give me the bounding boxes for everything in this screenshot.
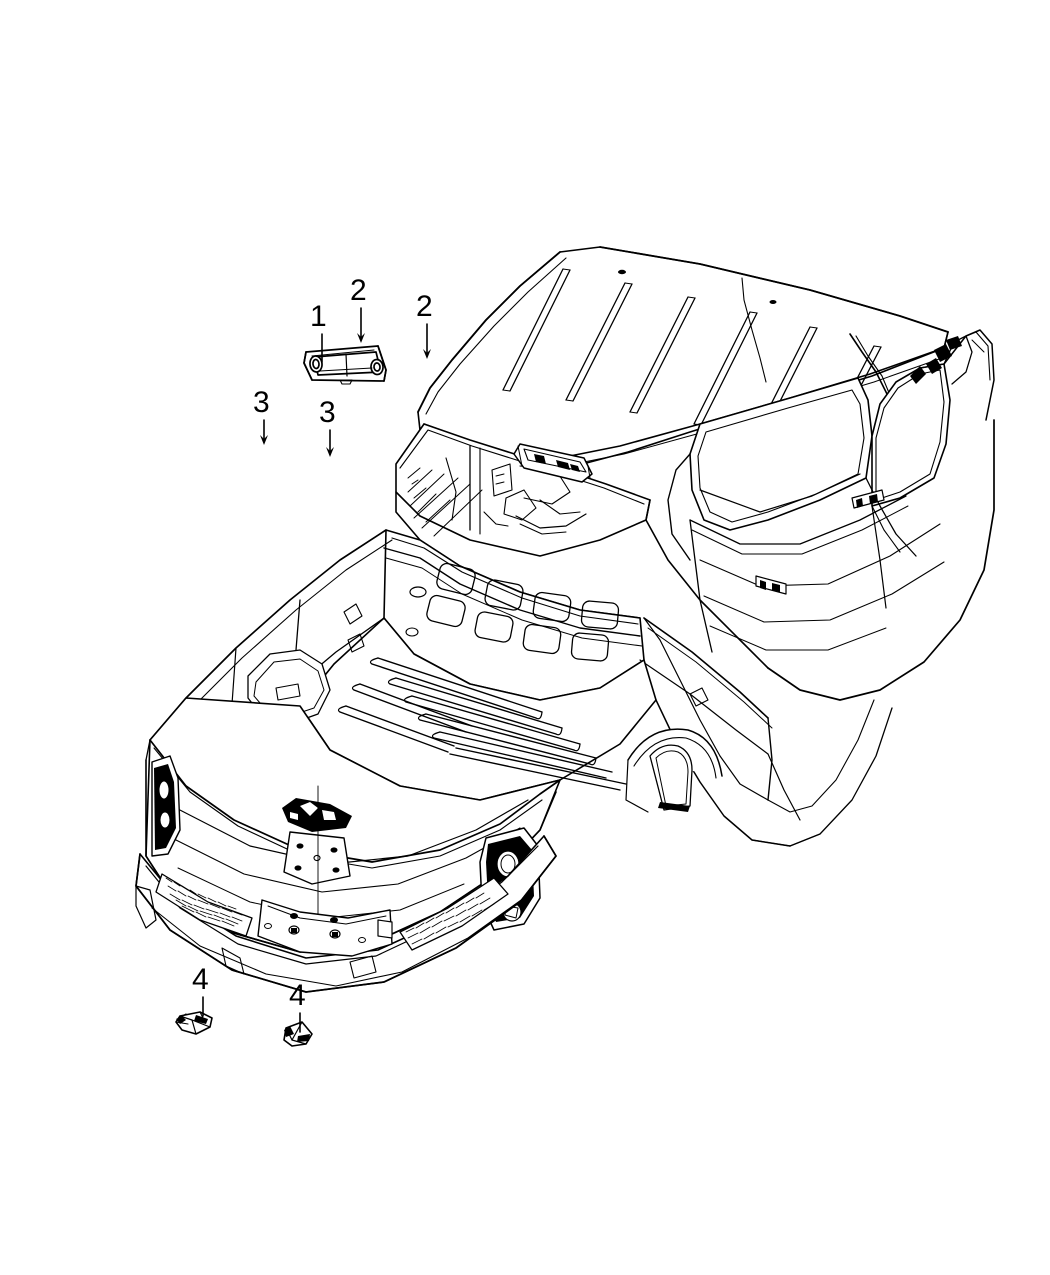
callout-number-4-a: 4: [192, 963, 209, 996]
callout-number-3-a: 3: [253, 386, 270, 419]
callout-leaders: [202, 307, 431, 1033]
cab-body: [395, 329, 995, 701]
callout-number-2-b: 2: [416, 290, 433, 323]
callout-number-3-b: 3: [319, 396, 336, 429]
lower-body-right: [751, 699, 893, 847]
callout-number-1: 1: [310, 300, 327, 333]
rear-bumper: [135, 835, 557, 993]
chmsl-lamp-part: [303, 345, 387, 385]
mounting-bracket-right-part: [283, 1021, 313, 1047]
tailgate: [145, 697, 561, 953]
callout-number-2-a: 2: [350, 274, 367, 307]
mounting-bracket-left-part: [175, 1011, 213, 1035]
callout-number-4-b: 4: [289, 979, 306, 1012]
cargo-bed: [149, 529, 801, 847]
cab-rear-window: [395, 423, 651, 557]
